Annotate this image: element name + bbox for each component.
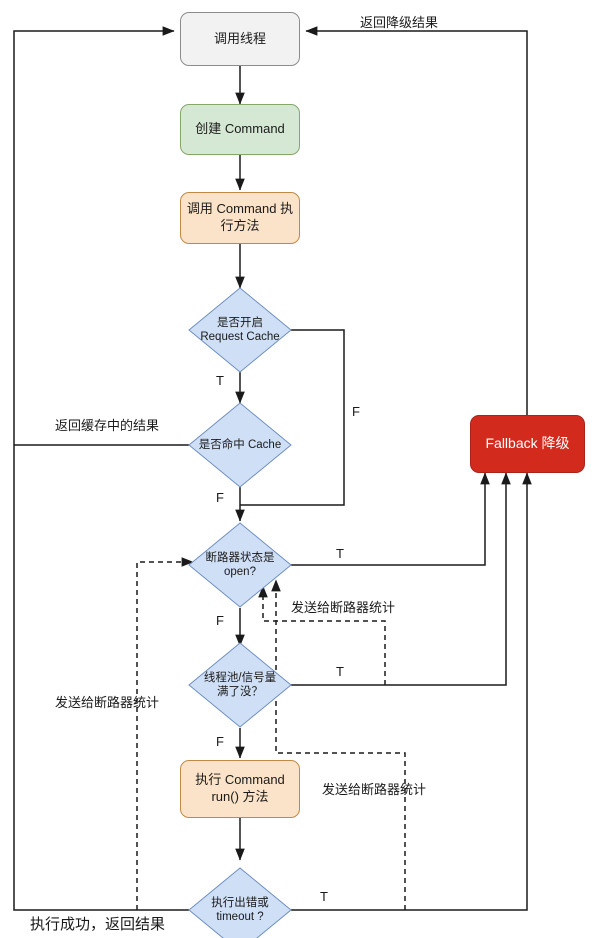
diamond-breaker <box>188 522 292 608</box>
node-fallback-label: Fallback 降级 <box>485 435 570 452</box>
node-create-command-label: 创建 Command <box>195 121 285 137</box>
node-hit-cache-label: 是否命中 Cache <box>198 438 282 451</box>
edge-label-pool-true: T <box>336 664 344 679</box>
edge-label-metrics-breaker-top: 发送给断路器统计 <box>291 600 396 615</box>
edge-label-breaker-false: F <box>216 613 224 628</box>
node-run-method[interactable]: 执行 Command run() 方法 <box>180 760 300 818</box>
edge-label-reqcache-false: F <box>352 404 360 419</box>
edge-label-breaker-true: T <box>336 546 344 561</box>
node-caller[interactable]: 调用线程 <box>180 12 300 66</box>
edge-label-return-fallback-result: 返回降级结果 <box>360 15 439 30</box>
node-invoke-command-label: 调用 Command 执 行方法 <box>186 201 294 233</box>
edge-label-metrics-breaker-right: 发送给断路器统计 <box>322 782 427 797</box>
diamond-error <box>188 867 292 938</box>
diamond-hitcache <box>188 402 292 488</box>
node-caller-label: 调用线程 <box>213 30 266 46</box>
edge-label-error-true: T <box>320 889 328 904</box>
edge-label-hitcache-false: F <box>216 490 224 505</box>
edge-label-metrics-breaker-left: 发送给断路器统计 <box>55 695 160 710</box>
edge-label-return-cached-result: 返回缓存中的结果 <box>55 418 160 433</box>
node-create-command[interactable]: 创建 Command <box>180 104 300 155</box>
diamond-reqcache <box>188 287 292 373</box>
node-run-error-label: 执行出错或 timeout ? <box>211 896 269 923</box>
node-invoke-command[interactable]: 调用 Command 执 行方法 <box>180 192 300 244</box>
edge-label-success-return: 执行成功，返回结果 <box>30 916 166 933</box>
node-run-method-label: 执行 Command run() 方法 <box>195 772 285 804</box>
diamond-pool <box>188 642 292 728</box>
node-breaker-open-label: 断路器状态是 open? <box>205 551 275 578</box>
edge-label-pool-false: F <box>216 734 224 749</box>
node-pool-full-label: 线程池/信号量 满了没？ <box>203 671 277 698</box>
node-request-cache-label: 是否开启 Request Cache <box>200 316 280 343</box>
node-fallback[interactable]: Fallback 降级 <box>470 415 585 473</box>
edge-label-reqcache-true: T <box>216 373 224 388</box>
